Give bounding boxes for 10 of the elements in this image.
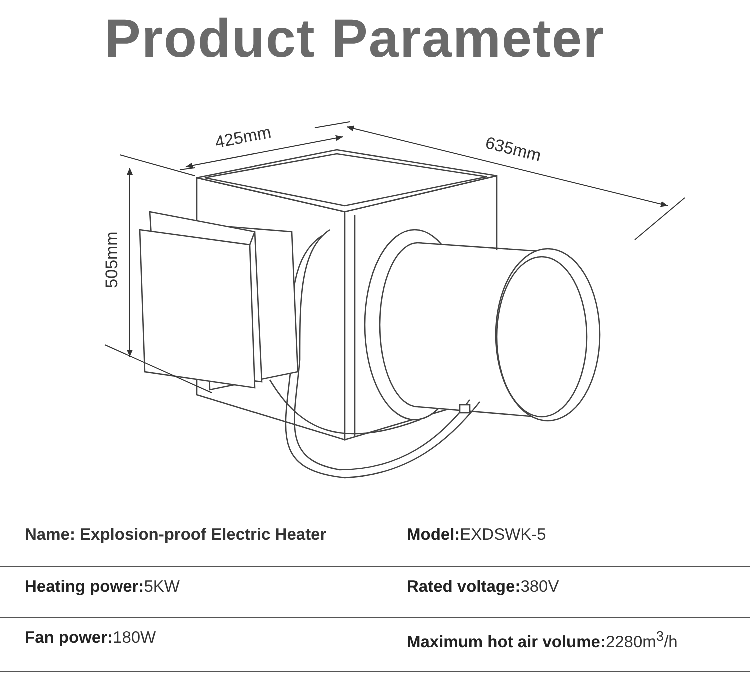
dimension-label: 635mm (483, 133, 544, 167)
dimension-label: 505mm (102, 232, 122, 288)
spec-text: Model:EXDSWK-5 (407, 526, 546, 545)
spec-text: Maximum hot air volume:2280m$^{3}$/h (407, 629, 678, 652)
spec-text: Rated voltage:380V (407, 578, 560, 597)
spec-text: Fan power:180W (25, 629, 156, 648)
spec-text: Name: Explosion-proof Electric Heater (25, 526, 327, 545)
title: Product Parameter (104, 8, 606, 70)
dimension-label: 425mm (214, 122, 274, 154)
spec-text: Heating power:5KW (25, 578, 180, 597)
